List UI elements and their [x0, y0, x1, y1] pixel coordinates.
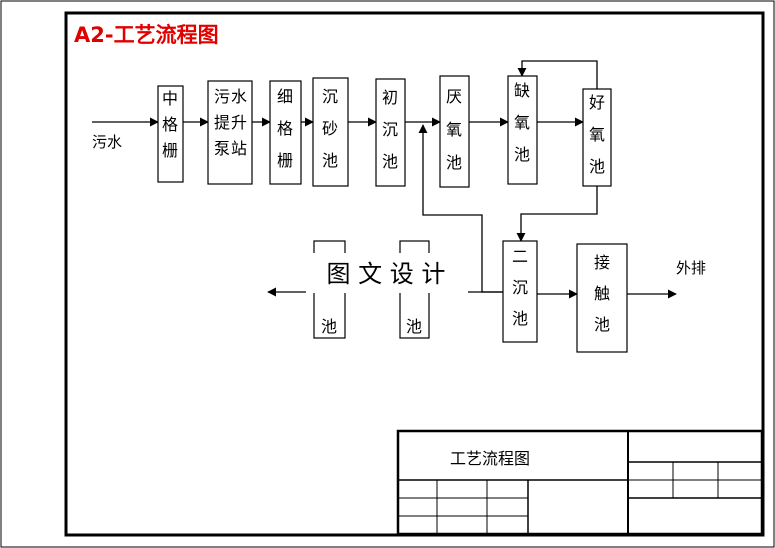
unit-fine-screen [269, 80, 302, 185]
anoxic-tank-label: 缺氧池 [514, 81, 530, 164]
fine-screen-label: 细格栅 [277, 87, 293, 170]
watermark-text: 图 文 设 计 [327, 260, 446, 288]
partial-left-a-label: 池 [321, 317, 337, 336]
unit-aerobic-tank [582, 88, 612, 187]
sheet-title: A2-工艺流程图 [74, 23, 219, 47]
unit-anoxic-tank [507, 75, 538, 185]
unit-grit-chamber [312, 77, 349, 187]
unit-lift-pump [207, 80, 253, 185]
unit-primary-clarifier [375, 78, 406, 187]
title-block-drawing-name: 工艺流程图 [450, 449, 530, 468]
aerobic-tank-label: 好氧池 [589, 93, 605, 176]
primary-clarifier-label: 初沉池 [382, 88, 398, 171]
title-block [396, 429, 764, 536]
unit-secondary-clarifier [502, 240, 538, 343]
grit-chamber-label: 沉砂池 [322, 87, 338, 170]
secondary-clarifier-label: 二沉池 [512, 247, 528, 328]
unit-contact-tank [576, 243, 628, 353]
process-units [157, 75, 628, 353]
outlet-label: 外排 [676, 259, 706, 277]
lift-pump-label: 污水提升泵站 [214, 87, 247, 158]
contact-tank-label: 接触池 [594, 253, 610, 334]
unit-anaerobic-tank [439, 75, 470, 188]
inlet-label: 污水 [92, 133, 122, 151]
medium-screen-label: 中格栅 [162, 89, 178, 160]
recycle-aerobic-to-anoxic [517, 60, 598, 89]
flow-aerobic-to-secondary [516, 186, 598, 242]
watermark-backdrop [306, 253, 468, 293]
unit-medium-screen [157, 85, 184, 183]
anaerobic-tank-label: 厌氧池 [446, 87, 462, 172]
partial-left-b-label: 池 [406, 317, 422, 336]
